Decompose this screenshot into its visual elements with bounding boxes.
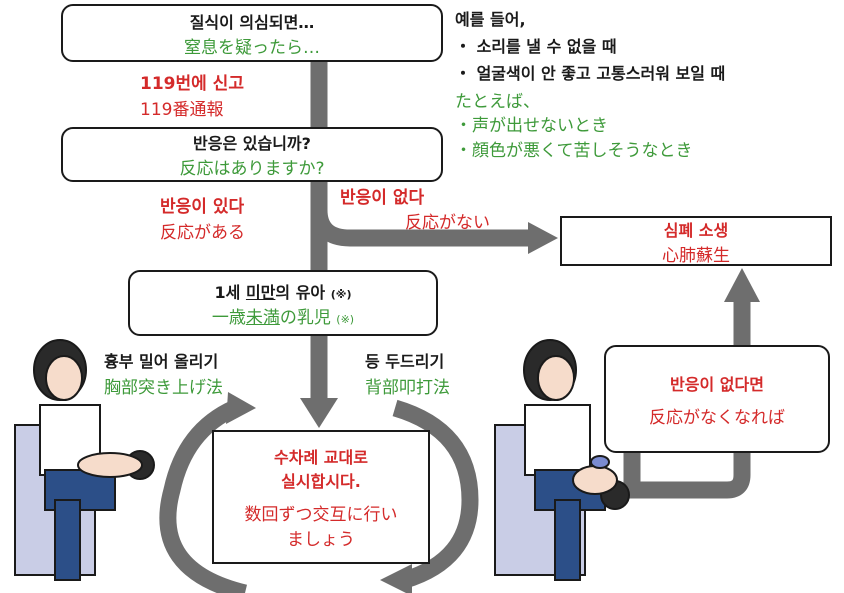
back-blow-ko: 등 두드리기: [365, 352, 445, 371]
cycle-right-arrowhead: [380, 564, 412, 593]
choking-ja: 窒息を疑ったら…: [184, 37, 320, 58]
infant-ja-pre: 一歳: [211, 307, 246, 328]
alternate-box: 수차례 교대로 실시합시다. 数回ずつ交互に行い ましょう: [212, 430, 430, 564]
infant-ja-post: の乳児: [279, 307, 331, 328]
trunk-arrowhead: [300, 398, 338, 428]
cpr-arrowhead: [528, 222, 558, 254]
infant-ja: 一歳未満の乳児 (※): [212, 303, 354, 328]
chest-thrust-ko: 흉부 밀어 올리기: [104, 352, 219, 371]
no-response-arrow: [310, 185, 530, 247]
choking-ko: 질식이 의심되면…: [189, 12, 315, 32]
response-yes-ko: 반응이 있다: [160, 197, 245, 217]
response-yes-ja: 反応がある: [160, 223, 245, 243]
call-119-ja: 119番通報: [140, 100, 224, 120]
infant-ko-note: (※): [330, 287, 352, 301]
return-to-cpr-arrow: [623, 410, 751, 499]
examples-ko-item-1: ・ 소리를 낼 수 없을 때: [455, 37, 617, 56]
cpr-ja: 心肺蘇生: [662, 245, 730, 266]
infant-ja-note: (※): [336, 312, 355, 326]
infant-ko: 1세 미만의 유아 (※): [215, 279, 352, 303]
call-119-ko: 119번에 신고: [140, 74, 244, 94]
response-check-ko: 반응은 있습니까?: [193, 134, 311, 153]
examples-ko-item-2: ・ 얼굴색이 안 좋고 고통스러워 보일 때: [455, 64, 726, 83]
cycle-left-arrowhead: [226, 392, 256, 424]
if-none-ja: 反応がなくなれば: [649, 407, 785, 428]
back-blow-ja: 背部叩打法: [365, 378, 450, 398]
if-none-ko: 반응이 없다면: [670, 374, 764, 394]
response-check-ja: 反応はありますか?: [179, 159, 325, 179]
cycle-arrow-right: [392, 399, 479, 589]
alternate-ja-1: 数回ずつ交互に行い: [244, 505, 398, 525]
chest-thrust-ja: 胸部突き上げ法: [104, 378, 223, 398]
infant-ko-pre: 1세: [214, 282, 246, 302]
right-caregiver-illustration: [494, 339, 630, 581]
up-arrowhead: [724, 268, 760, 302]
examples-ja-item-1: ・声が出せないとき: [455, 116, 608, 136]
if-no-response-box: 반응이 없다면 反応がなくなれば: [604, 345, 830, 453]
response-no-ko: 반응이 없다: [340, 188, 425, 208]
alternate-ja-2: ましょう: [287, 530, 355, 550]
alternate-ko-1: 수차례 교대로: [274, 448, 368, 467]
alternate-ko-2: 실시합시다.: [281, 472, 361, 491]
cpr-box: 심폐 소생 心肺蘇生: [560, 216, 832, 266]
choking-suspected-box: 질식이 의심되면… 窒息を疑ったら…: [61, 4, 443, 62]
infant-ko-underlined: 미만: [245, 282, 276, 302]
infant-under-one-box: 1세 미만의 유아 (※) 一歳未満の乳児 (※): [128, 270, 438, 336]
infant-ja-underlined: 未満: [245, 307, 280, 328]
examples-ja-head: たとえば、: [455, 92, 540, 112]
cycle-arrow-left: [159, 400, 248, 593]
response-no-ja: 反応がない: [405, 213, 490, 233]
left-caregiver-illustration: [14, 339, 155, 581]
infant-ko-post: 의 유아: [275, 282, 326, 302]
examples-ja-item-2: ・顔色が悪くて苦しそうなとき: [455, 141, 693, 161]
examples-ko-head: 예를 들어,: [455, 10, 526, 29]
response-check-box: 반응은 있습니까? 反応はありますか?: [61, 127, 443, 182]
cpr-ko: 심폐 소생: [663, 220, 729, 240]
